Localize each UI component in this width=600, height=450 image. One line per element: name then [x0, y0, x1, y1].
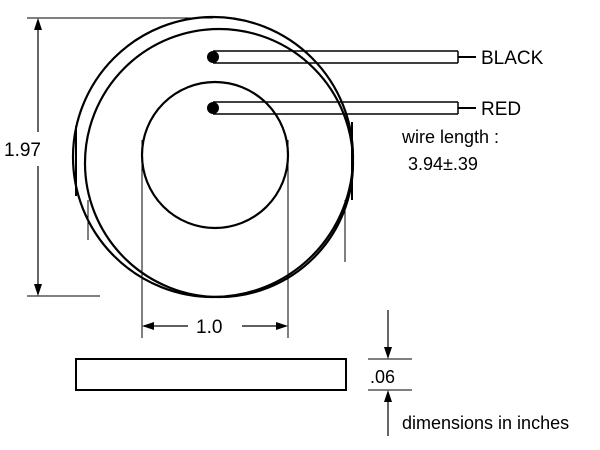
- thickness-value: .06: [370, 367, 395, 387]
- outer-circle-front: [83, 27, 355, 299]
- od-arrow-up-icon: [34, 18, 42, 30]
- thk-arrow-down-icon: [384, 347, 392, 359]
- id-arrow-right-icon: [276, 322, 288, 330]
- wire-length-label: wire length :: [401, 127, 499, 147]
- red-wire-label: RED: [481, 99, 521, 120]
- black-wire-solder-dot: [207, 51, 219, 63]
- inner-diameter-value: 1.0: [196, 317, 222, 338]
- inner-diameter-dimension: [141, 140, 289, 338]
- id-arrow-left-icon: [142, 322, 154, 330]
- od-arrow-down-icon: [34, 284, 42, 296]
- outer-diameter-dimension: [27, 17, 213, 297]
- units-note: dimensions in inches: [402, 413, 569, 433]
- thickness-dimension: [368, 310, 412, 436]
- outer-diameter-value: 1.97: [4, 140, 41, 161]
- side-view-disc: [75, 358, 347, 391]
- disc-outer-outline: [71, 15, 355, 299]
- wire-length-value: 3.94±.39: [408, 154, 478, 174]
- red-wire: [207, 101, 476, 115]
- black-wire: [207, 50, 476, 64]
- thk-arrow-up-icon: [384, 390, 392, 402]
- red-wire-solder-dot: [207, 102, 219, 114]
- black-wire-label: BLACK: [481, 48, 544, 69]
